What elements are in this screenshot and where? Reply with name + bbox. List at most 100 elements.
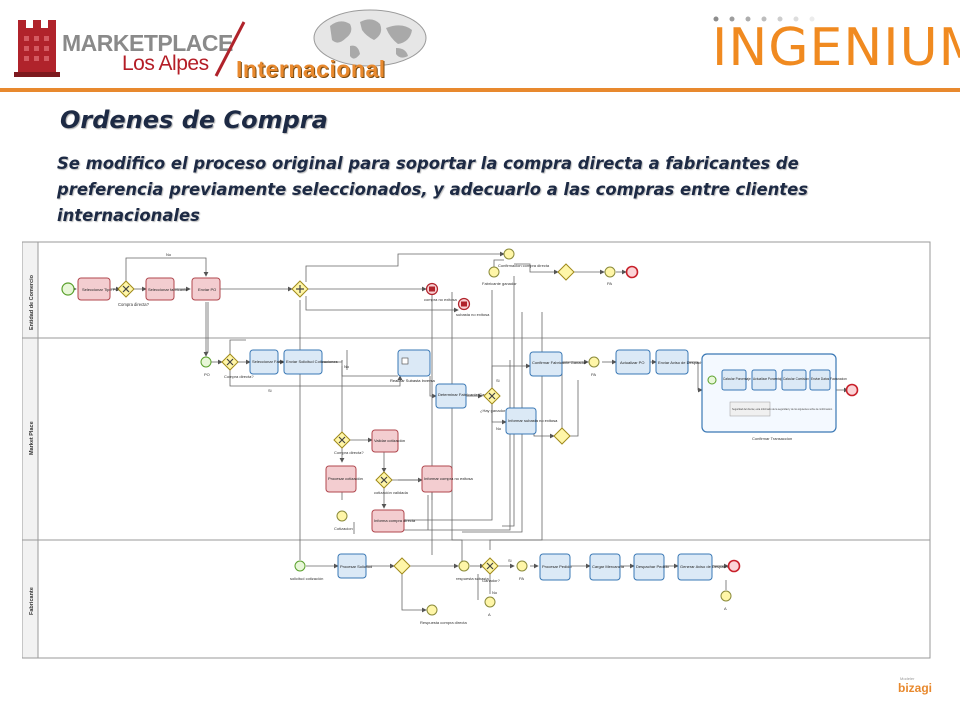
task-label-actualizar-po: Actualizar PO	[620, 360, 644, 365]
gateway-cotizacion-validada: cotización validada	[374, 471, 409, 495]
event-a-1: A	[484, 596, 496, 617]
gateway-label-compra-directa-1: Compra directa?	[118, 302, 150, 307]
castle-icon	[14, 20, 60, 77]
header-divider	[0, 88, 960, 92]
task-label-seleccionar-tipo-po: Seleccionar Tipo PO	[82, 287, 118, 292]
event-fabricante-ganador: Fabricante ganador	[482, 266, 517, 286]
task-label-procesar-solicitud: Procesar Solicitud	[340, 564, 372, 569]
page-title: Ordenes de Compra	[60, 106, 328, 134]
gateway-ganador: Ganador?	[481, 557, 501, 583]
event-a-2: A	[720, 590, 732, 611]
task-determinar-fabricante: Determinar Fabricante Ganador	[435, 383, 495, 409]
start-event	[61, 282, 75, 296]
event-label-po: PO	[204, 372, 210, 377]
flow-label-no-4: No	[492, 590, 498, 595]
event-label-respuesta-compra-directa: Respuesta compra directa	[420, 620, 467, 625]
logo-slash-icon	[214, 21, 246, 77]
lane-label-marketplace: Market Place	[29, 421, 35, 455]
event-label-pa-1: PA	[607, 281, 612, 286]
task-label-actualizar-porcentaje: Actualizar Porcentaje	[753, 377, 783, 381]
gateway-label-hay-ganador: ¿Hay ganador?	[480, 408, 508, 413]
task-informar-subasta: Informar subasta no exitosa	[505, 407, 558, 435]
task-validar-cotizacion: Validar cotización	[371, 429, 405, 453]
task-label-seleccionar-fabricantes: Seleccionar Fabricantes	[252, 359, 295, 364]
event-label-confirmacion-compra-directa: Confirmacion compra directa	[498, 263, 550, 268]
task-label-enviar-po: Enviar PO	[198, 287, 216, 292]
pool-frame	[22, 241, 931, 659]
subprocess-confirmar-transaccion: Calcular Porcentaje Comision Actualizar …	[701, 353, 847, 441]
task-enviar-solicitud: Enviar Solicitud Cotizaciones	[283, 349, 338, 375]
gateway-label-compra-directa-2: Compra directa?	[224, 374, 254, 379]
bpmn-diagram: Entidad de Comercio Market Place Fabrica…	[22, 241, 931, 659]
task-informa-compra-directa: Informa compra directa	[371, 509, 416, 533]
marketplace-logo-tag: Internacional	[236, 56, 386, 82]
task-enviar-aviso-despacho-mp: Enviar Aviso de Despacho	[655, 349, 705, 375]
event-label-pa-2: PA	[591, 372, 596, 377]
event-pa-1: PA	[604, 266, 616, 286]
gateway-hay-ganador: ¿Hay ganador?	[480, 387, 508, 413]
event-respuesta-subasta: respuesta subasta	[456, 560, 489, 581]
event-label-cotizacion: Cotizacion	[334, 526, 353, 531]
event-subasta-no-exitosa: subasta no exitosa	[456, 297, 490, 317]
ingenium-dots-icon	[713, 16, 815, 22]
event-label-a-2: A	[724, 606, 727, 611]
task-realizar-subasta: Realizar Subasta Inversa	[390, 349, 435, 383]
event-pa-3: PA	[516, 560, 528, 581]
gateway-join-1	[557, 263, 575, 281]
ingenium-logo: INGENIUM	[712, 18, 960, 78]
flow-label-no-3: No	[496, 426, 502, 431]
task-informar-compra-no-exitosa: Informar compra no exitosa	[421, 465, 473, 493]
event-cotizacion: Cotizacion	[334, 510, 353, 531]
task-label-realizar-subasta: Realizar Subasta Inversa	[390, 378, 435, 383]
gateway-fab-1	[393, 557, 411, 575]
task-procesar-pedido: Procesar Pedido	[539, 553, 572, 581]
bizagi-tagline: Modeler	[900, 676, 915, 681]
event-solicitud-cotizacion: solicitud cotización	[290, 560, 323, 581]
task-enviar-po: Enviar PO	[191, 277, 221, 301]
lane-fabricante: Fabricante	[29, 587, 35, 615]
task-despachar-pedido: Despachar Pedido	[633, 553, 670, 581]
gateway-parallel-1	[291, 280, 309, 298]
event-label-compra-no-exitosa: compra no exitosa	[424, 297, 457, 302]
task-confirmar-fabricante: Confirmar Fabricante Ganador	[529, 351, 587, 377]
event-po: PO	[200, 356, 212, 377]
marketplace-logo-line2: Los Alpes	[122, 52, 209, 75]
gateway-compra-directa-3: Compra directa?	[333, 431, 364, 455]
event-label-respuesta-subasta: respuesta subasta	[456, 576, 489, 581]
page-description: Se modifico el proceso original para sop…	[57, 154, 808, 225]
pool-header	[22, 241, 39, 659]
event-label-fabricante-ganador: Fabricante ganador	[482, 281, 517, 286]
event-confirmacion-compra-directa: Confirmacion compra directa	[498, 248, 550, 268]
event-label-solicitud-cotizacion: solicitud cotización	[290, 576, 323, 581]
sequence-flows	[70, 251, 849, 613]
marketplace-logo-line1: MARKETPLACE	[62, 30, 233, 56]
lane-marketplace: Market Place	[29, 421, 35, 455]
end-event-1	[625, 265, 639, 279]
event-label-a-1: A	[488, 612, 491, 617]
gateway-join-2	[553, 427, 571, 445]
task-generar-aviso-despacho: Generar Aviso de Despacho	[677, 553, 731, 581]
task-label-cargar-mercancia: Cargar Mercancía	[592, 564, 625, 569]
task-label-generar-aviso-despacho: Generar Aviso de Despacho	[680, 564, 731, 569]
flow-label-si-2: Si	[496, 378, 500, 383]
subprocess-label: Confirmar Transaccion	[752, 436, 792, 441]
flow-label-si-1: Si	[268, 388, 272, 393]
task-label-calcular-comision: Calcular Comision a Cobrar	[783, 377, 823, 381]
task-cargar-mercancia: Cargar Mercancía	[589, 553, 625, 581]
event-compra-no-exitosa: compra no exitosa	[424, 282, 457, 302]
gateway-compra-directa-1: Compra directa?	[117, 280, 150, 307]
task-label-seleccionar-fabricante: Seleccionar fabricante	[148, 287, 188, 292]
task-label-enviar-aviso-despacho-mp: Enviar Aviso de Despacho	[658, 360, 705, 365]
lane-label-entidad: Entidad de Comercio	[29, 274, 35, 330]
lane-entidad: Entidad de Comercio	[29, 274, 35, 330]
flow-label-no-1: No	[166, 252, 172, 257]
task-label-procesar-pedido: Procesar Pedido	[542, 564, 572, 569]
task-label-informar-compra-no-exitosa: Informar compra no exitosa	[424, 476, 473, 481]
flow-label-si-3: Si	[508, 558, 512, 563]
task-procesar-cotizacion: Procesar cotización	[325, 465, 363, 493]
task-label-despachar-pedido: Despachar Pedido	[636, 564, 670, 569]
task-label-enviar-solicitud: Enviar Solicitud Cotizaciones	[286, 359, 338, 364]
task-actualizar-po: Actualizar PO	[615, 349, 651, 375]
gateway-label-ganador: Ganador?	[482, 578, 501, 583]
task-seleccionar-tipo-po: Seleccionar Tipo PO	[77, 277, 118, 301]
